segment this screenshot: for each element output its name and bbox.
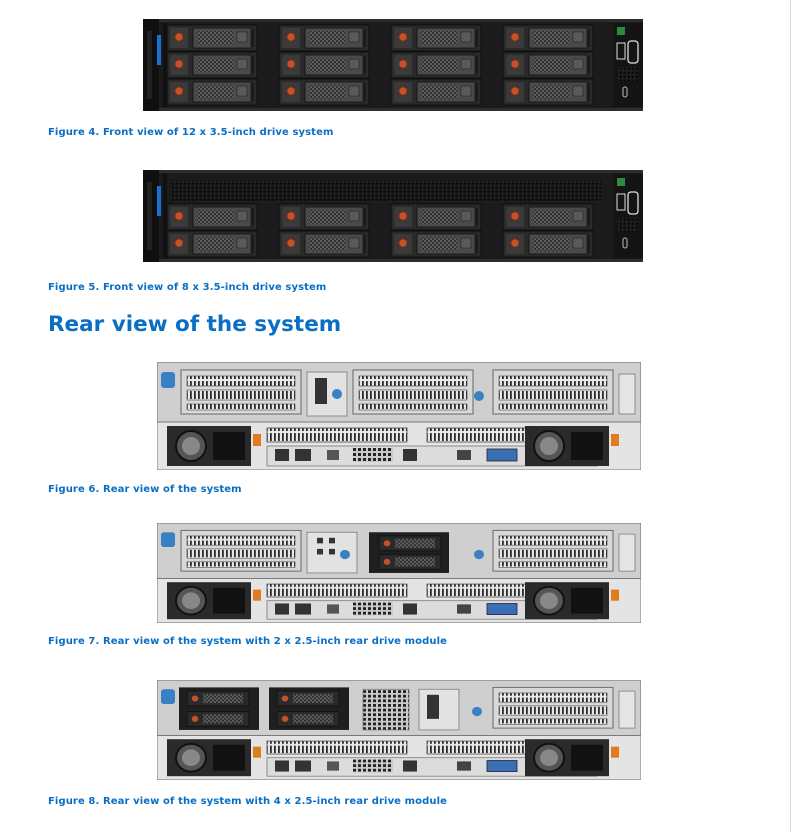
rear-view-2-drive-illustration [157, 523, 641, 623]
page-edge-rule [790, 0, 791, 832]
figure-5-caption: Figure 5. Front view of 8 x 3.5-inch dri… [48, 282, 327, 293]
figure-7-caption: Figure 7. Rear view of the system with 2… [48, 636, 448, 647]
front-view-12-drive-illustration [143, 19, 643, 111]
figure-4-caption: Figure 4. Front view of 12 x 3.5-inch dr… [48, 127, 334, 138]
rear-view-4-drive-illustration [157, 680, 641, 780]
figure-6-caption: Figure 6. Rear view of the system [48, 484, 242, 495]
rear-view-illustration [157, 362, 641, 470]
section-heading: Rear view of the system [48, 312, 342, 337]
figure-8-caption: Figure 8. Rear view of the system with 4… [48, 796, 448, 807]
front-view-8-drive-illustration [143, 170, 643, 262]
